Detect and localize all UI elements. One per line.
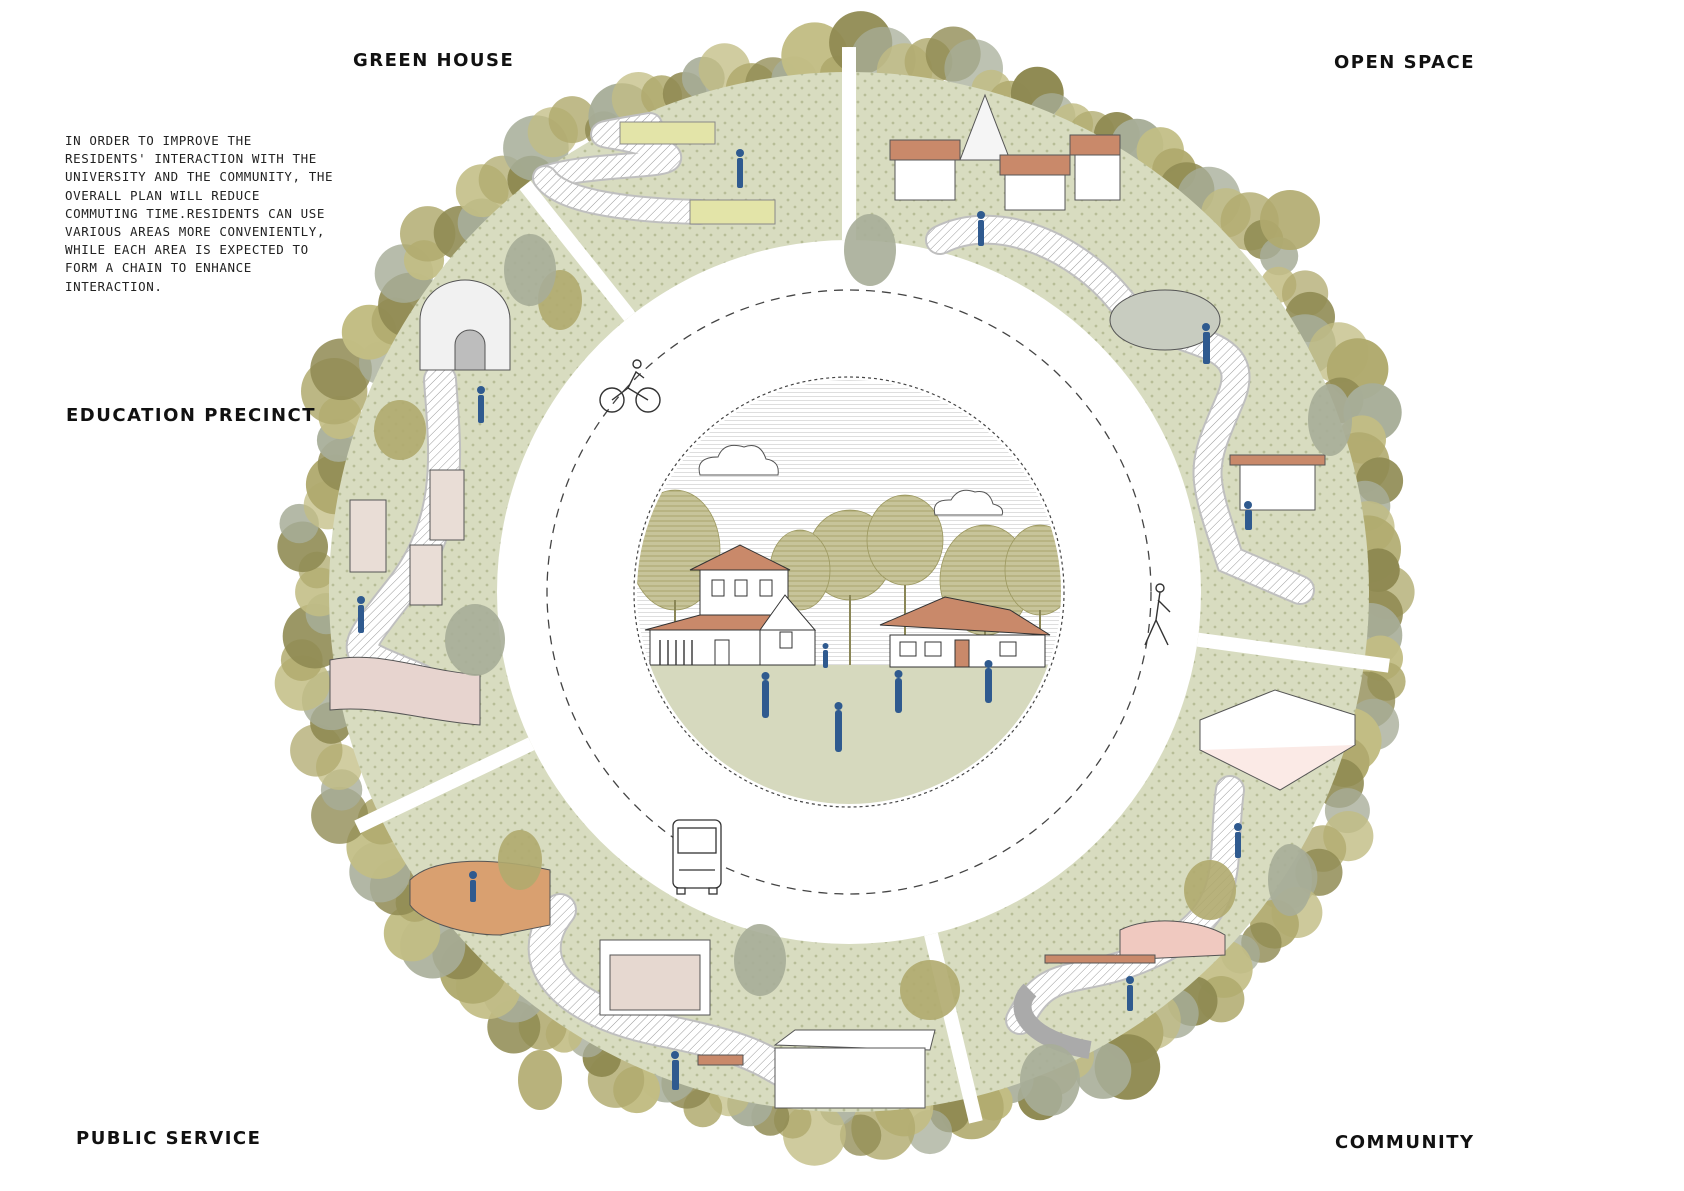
tree-canopy: [1308, 384, 1352, 456]
cloud-icon: [933, 489, 1004, 516]
zone-trees: [374, 190, 1352, 1116]
tree-canopy: [383, 905, 441, 962]
label-education-precinct: EDUCATION PRECINCT: [66, 405, 317, 426]
tree-canopy: [839, 1114, 882, 1156]
tree-canopy: [374, 400, 426, 460]
open-space-market-tents: [889, 93, 1326, 511]
tree-canopy: [504, 234, 556, 306]
label-public-service: PUBLIC SERVICE: [76, 1128, 262, 1149]
cyclist-icon: [599, 359, 661, 413]
tree-canopy: [900, 960, 960, 1020]
community-buildings: [1013, 689, 1357, 1059]
tree-canopy: [548, 96, 596, 144]
two-storey-house: [644, 544, 817, 666]
tree-canopy: [1268, 844, 1312, 916]
public-service-buildings: [409, 860, 936, 1109]
tree-canopy: [445, 604, 505, 676]
bungalow-house: [879, 596, 1051, 668]
tree-canopy: [518, 1050, 562, 1110]
tree-canopy: [844, 214, 896, 286]
tree-canopy: [498, 830, 542, 890]
tree-canopy: [1184, 860, 1236, 920]
label-green-house: GREEN HOUSE: [353, 50, 515, 71]
label-open-space: OPEN SPACE: [1334, 52, 1476, 73]
label-community: COMMUNITY: [1335, 1132, 1475, 1153]
tree-canopy: [1260, 190, 1320, 250]
education-arch-pavilion: [329, 279, 511, 726]
zone-figures: [357, 149, 1252, 1090]
road-dashed-line: [546, 289, 1152, 895]
plan-description: IN ORDER TO IMPROVE THE RESIDENTS' INTER…: [65, 133, 334, 294]
cloud-icon: [698, 444, 779, 476]
central-figures: [761, 643, 993, 752]
bus-icon: [672, 819, 722, 895]
tree-canopy: [734, 924, 786, 996]
tree-canopy: [1020, 1044, 1080, 1116]
pedestrian-icon: [1144, 583, 1171, 646]
